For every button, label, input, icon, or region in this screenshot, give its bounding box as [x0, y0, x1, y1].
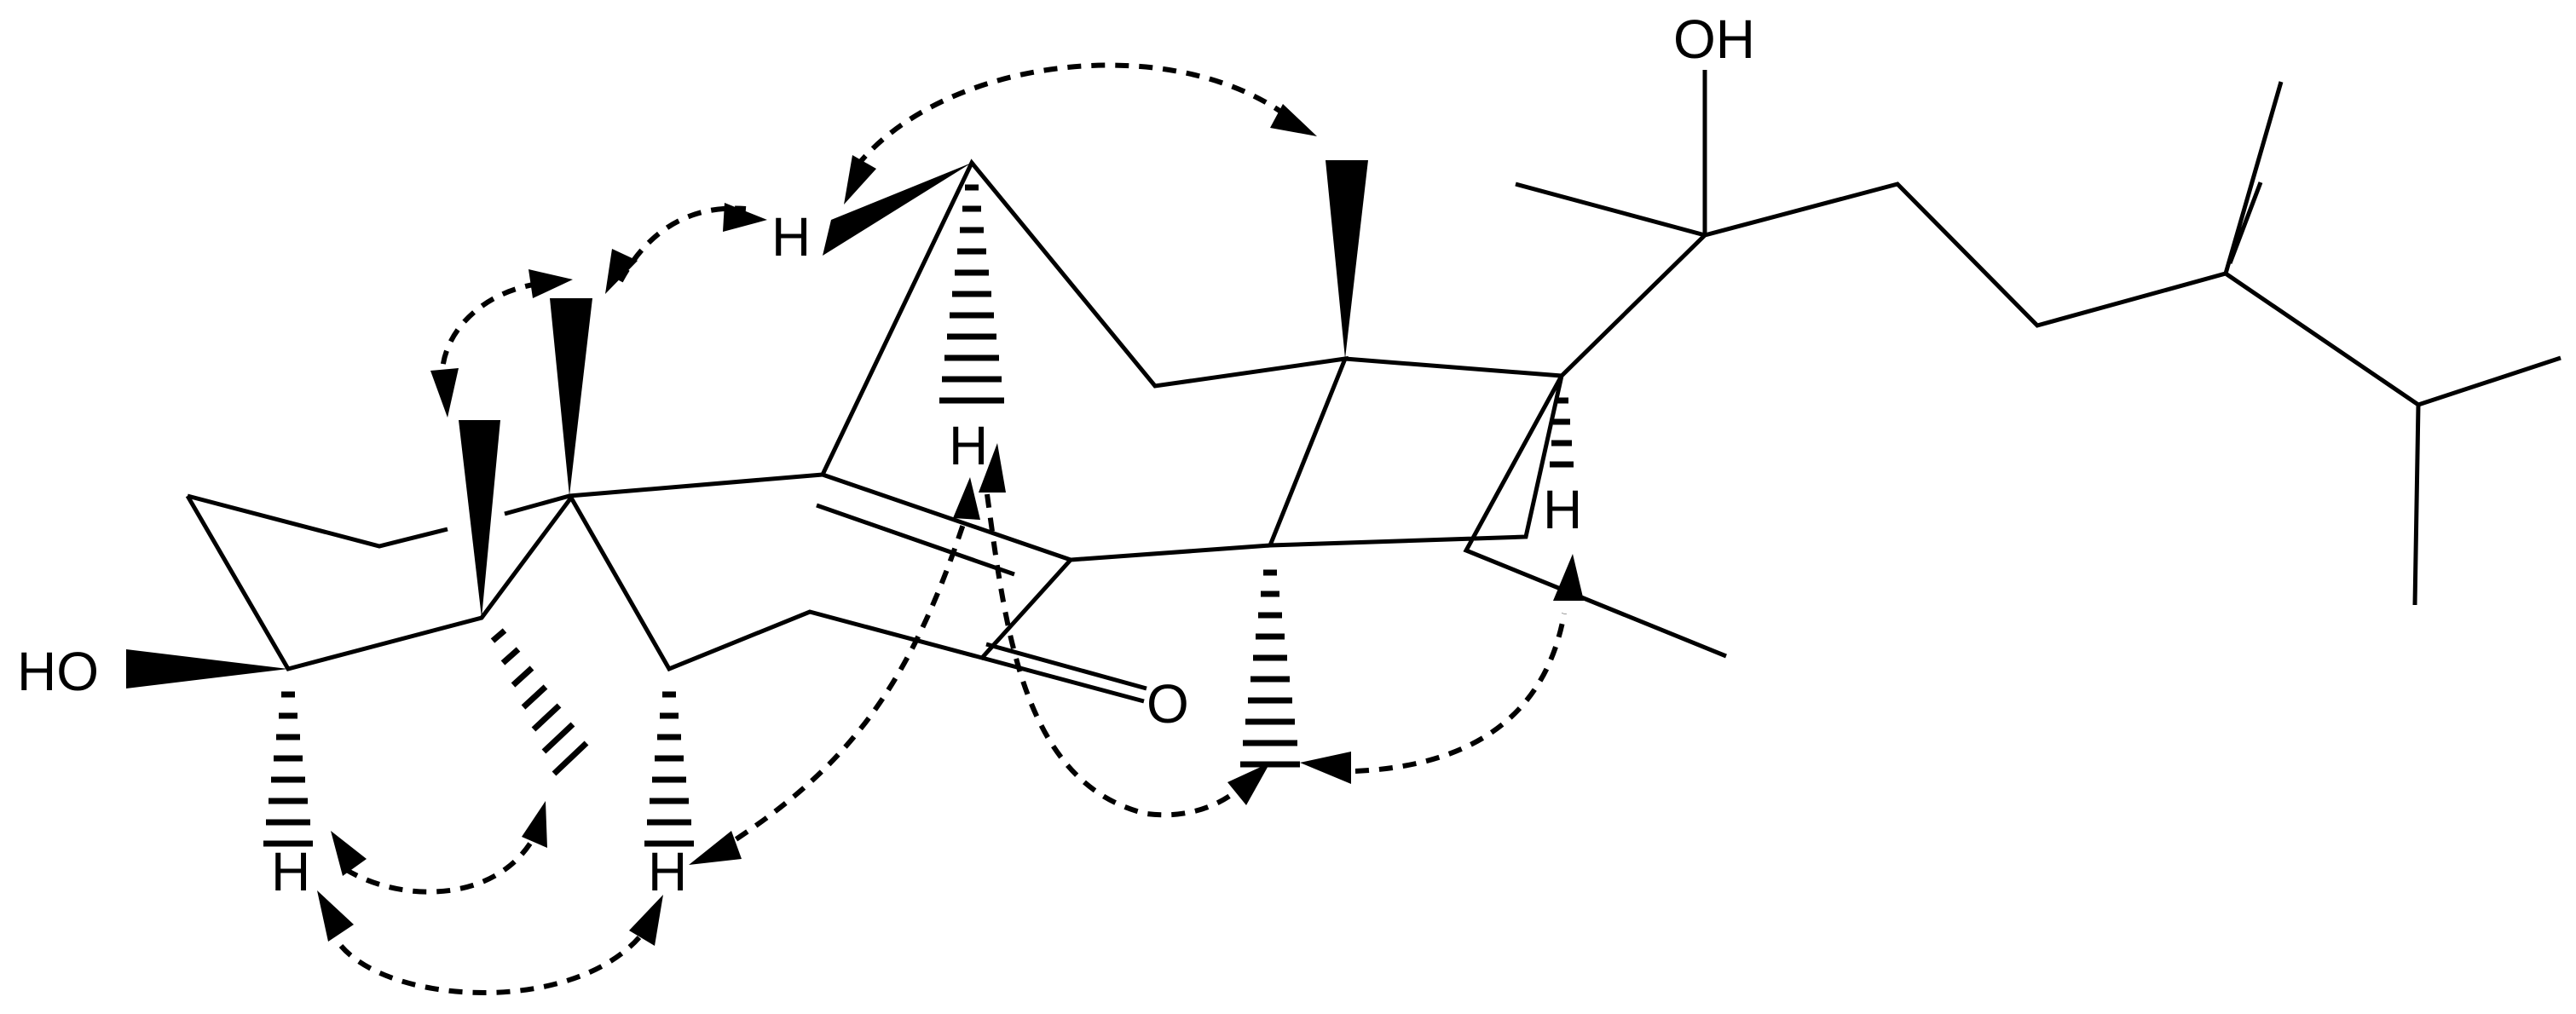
label-oh-c20: OH	[1673, 9, 1755, 70]
atom-labels: OH HO O H H H H H	[17, 9, 1755, 902]
hash-bond-c10-methyl	[490, 628, 589, 776]
hash-bond-c5-h	[644, 691, 694, 847]
h-wedge-c9	[823, 163, 972, 256]
methyl-wedge-c21	[1326, 160, 1368, 359]
hydroxyl-wedge-c3	[126, 649, 288, 688]
noe-arrow-me18-me19	[439, 280, 546, 389]
label-h-c17: H	[1543, 479, 1582, 540]
noe-arrow-h9-me21	[854, 62, 1293, 168]
noe-arrow-h3-h5	[338, 936, 642, 995]
label-o-ketone: O	[1146, 673, 1189, 735]
label-h-c3: H	[271, 841, 310, 902]
label-ho-c3: HO	[17, 641, 99, 702]
hash-bond-c8-h	[939, 184, 1004, 404]
methyl-wedge-c18	[550, 298, 592, 496]
label-h-c9: H	[771, 206, 811, 268]
noe-arrow-h9-me18	[618, 205, 747, 283]
hash-bond-c17-h	[1550, 397, 1574, 468]
hash-bond-c3-h	[263, 691, 313, 847]
label-h-c5: H	[648, 841, 687, 902]
methyl-wedge-c19	[459, 420, 500, 618]
noe-correlations	[317, 62, 1584, 995]
molecular-skeleton	[185, 70, 2562, 704]
noe-arrow-h8-me14	[985, 493, 1247, 818]
noe-arrow-h3-methyl	[344, 838, 535, 895]
noe-arrow-h5-h8	[714, 510, 970, 855]
noe-arrow-me14-h17	[1354, 613, 1567, 774]
hash-bonds	[263, 184, 1574, 847]
hash-bond-c14-methyl	[1240, 569, 1300, 768]
label-h-c8: H	[949, 415, 988, 476]
wedge-bonds	[126, 160, 1368, 688]
